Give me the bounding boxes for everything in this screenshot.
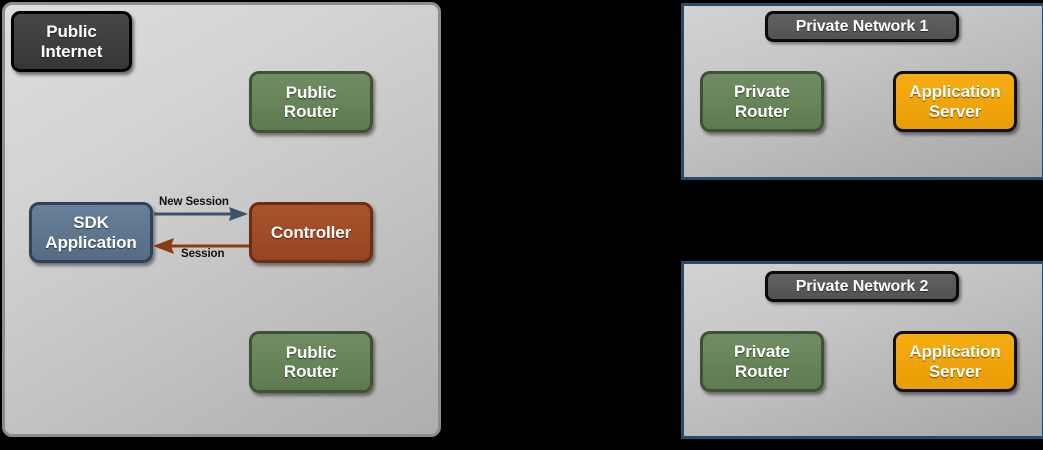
edge-label-new-session: New Session xyxy=(159,196,229,208)
node-sdk-application-label: SDK Application xyxy=(45,213,137,252)
private-network-2-title-badge: Private Network 2 xyxy=(765,271,959,302)
node-private-router-1-label: Private Router xyxy=(733,82,790,121)
node-private-router-2[interactable]: Private Router xyxy=(700,331,824,392)
node-application-server-1-label: Application Server xyxy=(909,82,1001,121)
private-network-2-title-label: Private Network 2 xyxy=(795,277,929,295)
edge-label-session: Session xyxy=(181,248,225,260)
node-application-server-2[interactable]: Application Server xyxy=(893,331,1017,392)
node-public-router-bottom-label: Public Router xyxy=(283,342,339,381)
node-public-internet-label: Public Internet xyxy=(40,22,103,61)
node-private-router-1[interactable]: Private Router xyxy=(700,71,824,132)
node-public-router-top-label: Public Router xyxy=(283,82,339,121)
node-sdk-application[interactable]: SDK Application xyxy=(29,202,153,263)
node-controller-label: Controller xyxy=(270,222,352,242)
node-application-server-1[interactable]: Application Server xyxy=(893,71,1017,132)
node-controller[interactable]: Controller xyxy=(249,202,373,263)
node-public-router-top[interactable]: Public Router xyxy=(249,71,373,133)
private-network-1-title-label: Private Network 1 xyxy=(795,17,929,35)
node-public-router-bottom[interactable]: Public Router xyxy=(249,331,373,393)
node-private-router-2-label: Private Router xyxy=(733,342,790,381)
node-application-server-2-label: Application Server xyxy=(909,342,1001,381)
node-public-internet[interactable]: Public Internet xyxy=(11,11,132,72)
private-network-1-title-badge: Private Network 1 xyxy=(765,11,959,42)
